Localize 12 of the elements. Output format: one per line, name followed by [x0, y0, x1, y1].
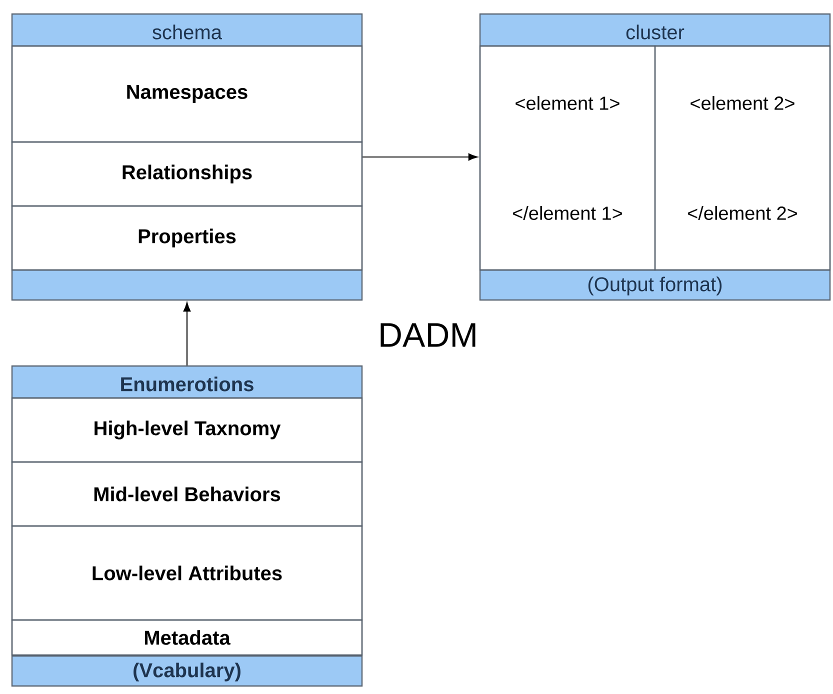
compartment: Relationships — [11, 141, 363, 207]
label: DADM — [380, 323, 476, 347]
compartment: Properties — [11, 205, 363, 271]
arrow — [183, 302, 191, 366]
column-cell: <element 2> </element 2> — [654, 45, 831, 271]
compartment: Metadata — [11, 619, 363, 656]
arrow — [362, 153, 478, 161]
compartment: Low-level Attributes — [11, 525, 363, 621]
compartment: Namespaces — [11, 45, 363, 143]
column-cell: <element 1> </element 1> — [479, 45, 656, 271]
compartment: High-level Taxnomy — [11, 397, 363, 463]
compartment: Mid-level Behaviors — [11, 461, 363, 527]
